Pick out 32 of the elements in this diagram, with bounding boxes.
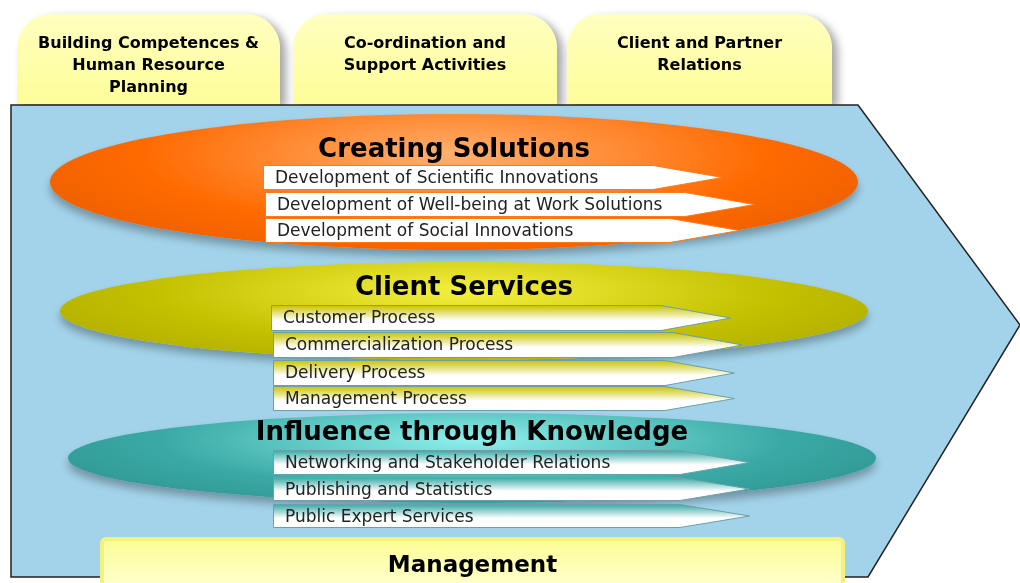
chevron-arrow-shape [10, 104, 1020, 578]
arrow-banner [273, 386, 735, 411]
tab-box [17, 14, 280, 104]
banner-label: Commercialization Process [285, 333, 514, 356]
tab-label: Client and Partner Relations [615, 32, 784, 76]
arrow-banner [263, 165, 723, 190]
bar-label: Management [387, 549, 558, 579]
banner-label: Public Expert Services [285, 505, 474, 528]
banner-label: Development of Scientific Innovations [275, 166, 599, 189]
banner-label: Development of Social Innovations [277, 219, 574, 242]
tab-label: Building Competences & Human Resource Planning [37, 32, 260, 98]
banner-label: Customer Process [283, 306, 436, 329]
tab-box [293, 14, 557, 104]
section-heading: Influence through Knowledge [254, 415, 690, 447]
arrow-banner [271, 305, 731, 331]
arrow-banner [273, 360, 735, 386]
section-heading: Creating Solutions [317, 132, 591, 164]
section-heading: Client Services [353, 270, 575, 302]
banner-label: Development of Well-being at Work Solutions [277, 193, 663, 216]
tab-box [567, 14, 832, 104]
arrow-banner [273, 332, 743, 358]
banner-label: Management Process [285, 387, 467, 410]
arrow-banner [273, 450, 750, 475]
arrow-banner [265, 218, 740, 243]
banner-label: Delivery Process [285, 361, 426, 384]
tab-label: Co-ordination and Support Activities [342, 32, 508, 76]
arrow-banner [265, 192, 755, 217]
management-bar [100, 537, 845, 583]
banner-label: Publishing and Statistics [285, 478, 493, 501]
arrow-banner [273, 477, 750, 501]
banner-label: Networking and Stakeholder Relations [285, 451, 611, 474]
arrow-banner [273, 504, 750, 528]
